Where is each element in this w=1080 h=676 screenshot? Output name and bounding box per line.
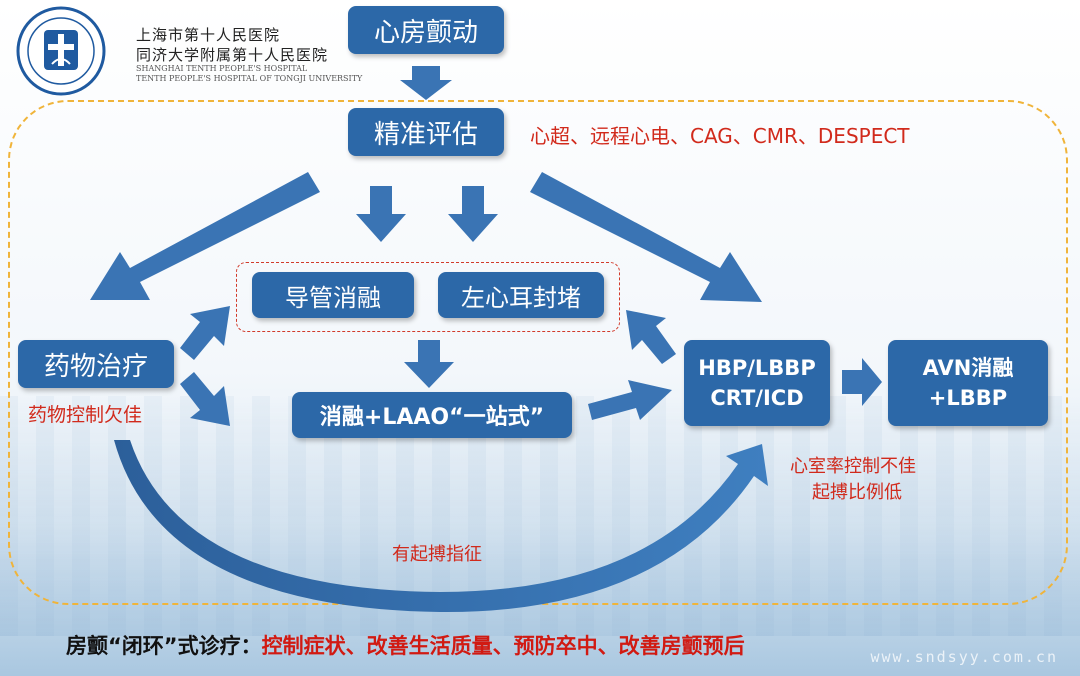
note-rate-poor: 心室率控制不佳 [790, 456, 916, 477]
arrow-assessment-to-laao [448, 186, 498, 242]
node-laao: 左心耳封堵 [438, 272, 604, 318]
note-pacing-indication: 有起搏指征 [392, 544, 482, 565]
watermark: www.sndsyy.com.cn [870, 648, 1058, 666]
node-hbp-line1: HBP/LBBP [698, 356, 816, 380]
node-avn-line2: +LBBP [928, 386, 1008, 410]
arrow-assessment-to-ablation [356, 186, 406, 242]
note-low-pacing: 起搏比例低 [812, 482, 902, 503]
hospital-logo [16, 6, 106, 96]
arrow-drug-to-onestop [180, 372, 230, 426]
hospital-name-cn: 上海市第十人民医院 [136, 26, 281, 44]
hospital-name-tongji: 同济大学附属第十人民医院 [136, 46, 329, 64]
arrow-hbp-to-laao [626, 310, 676, 364]
hospital-name-en-tongji: TENTH PEOPLE'S HOSPITAL OF TONGJI UNIVER… [136, 74, 363, 83]
arrow-onestop-to-hbp [588, 380, 672, 420]
intervention-group-frame [236, 262, 620, 332]
note-assessment-methods: 心超、远程心电、CAG、CMR、DESPECT [530, 124, 910, 148]
node-hbp-line2: CRT/ICD [710, 386, 804, 410]
note-drug-poor-control: 药物控制欠佳 [28, 404, 143, 426]
node-avn-line1: AVN消融 [922, 356, 1014, 380]
node-catheter-ablation: 导管消融 [252, 272, 414, 318]
footer-lead: 房颤“闭环”式诊疗： [66, 634, 262, 658]
arrow-assessment-to-drug [90, 172, 320, 300]
footer-summary: 房颤“闭环”式诊疗：控制症状、改善生活质量、预防卒中、改善房颤预后 [66, 630, 745, 660]
arrow-group-to-onestop [404, 340, 454, 388]
node-avn-ablation: AVN消融 +LBBP [888, 340, 1048, 426]
arrow-hbp-to-avn [842, 358, 882, 406]
arrow-drug-to-ablation [180, 306, 230, 360]
hospital-name-en: SHANGHAI TENTH PEOPLE'S HOSPITAL [136, 64, 308, 73]
curve-drug-to-hbp [114, 440, 768, 613]
node-precise-assessment: 精准评估 [348, 108, 504, 156]
node-one-stop: 消融+LAAO“一站式” [292, 392, 572, 438]
arrow-assessment-to-hbp [530, 172, 762, 302]
node-drug-therapy: 药物治疗 [18, 340, 174, 388]
node-atrial-fibrillation: 心房颤动 [348, 6, 504, 54]
arrow-af-to-assessment [400, 66, 452, 100]
node-hbp-crt: HBP/LBBP CRT/ICD [684, 340, 830, 426]
hospital-header: 上海市第十人民医院 同济大学附属第十人民医院 SHANGHAI TENTH PE… [16, 6, 362, 96]
footer-goals: 控制症状、改善生活质量、预防卒中、改善房颤预后 [261, 634, 745, 658]
